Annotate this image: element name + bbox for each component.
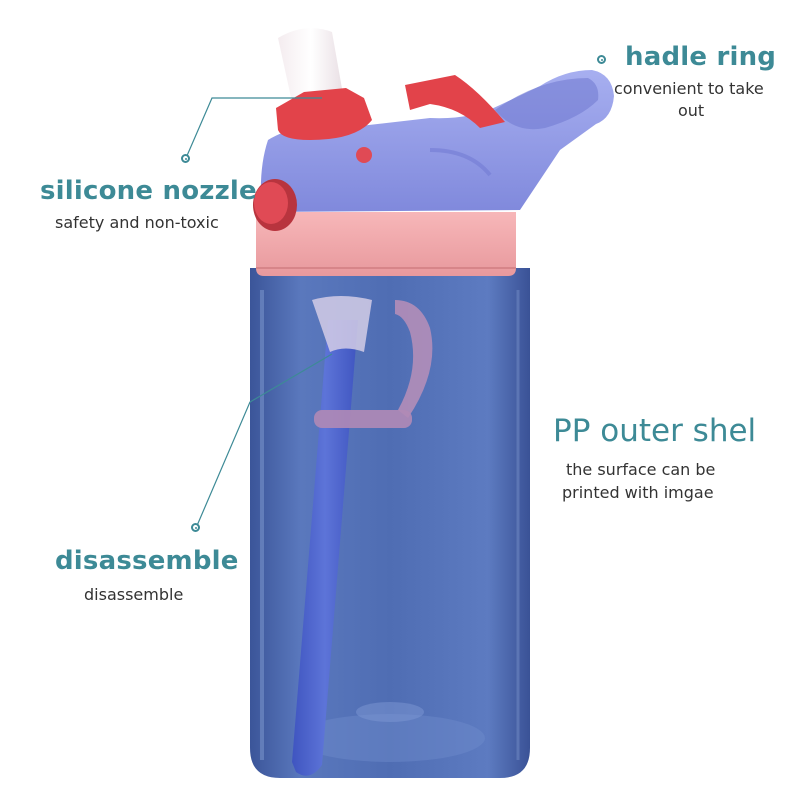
- handle-ring-desc-1: convenient to take: [614, 79, 764, 98]
- leader-line-nozzle: [185, 97, 322, 159]
- inner-straw: [292, 296, 433, 776]
- side-button: [253, 179, 297, 231]
- leader-line-disassemble: [195, 353, 333, 529]
- pp-shell-desc-2: printed with imgae: [562, 483, 714, 502]
- marker-silicone-nozzle: [181, 154, 190, 163]
- silicone-nozzle-desc: safety and non-toxic: [55, 213, 219, 232]
- pp-shell-title: PP outer shel: [553, 413, 757, 449]
- silicone-nozzle-title: silicone nozzle: [40, 176, 257, 206]
- marker-handle-ring: [597, 55, 606, 64]
- pp-shell-desc-1: the surface can be: [566, 460, 716, 479]
- nozzle: [276, 28, 372, 140]
- handle-ring-desc-2: out: [678, 101, 705, 120]
- disassemble-title: disassemble: [55, 546, 239, 576]
- bottle-collar: [256, 212, 516, 276]
- disassemble-desc: disassemble: [84, 585, 184, 604]
- flip-cap: [405, 75, 505, 128]
- bottle-body: [250, 268, 530, 778]
- marker-disassemble: [191, 523, 200, 532]
- bottle-lid: [260, 70, 614, 212]
- handle-ring-title: hadle ring: [625, 42, 777, 72]
